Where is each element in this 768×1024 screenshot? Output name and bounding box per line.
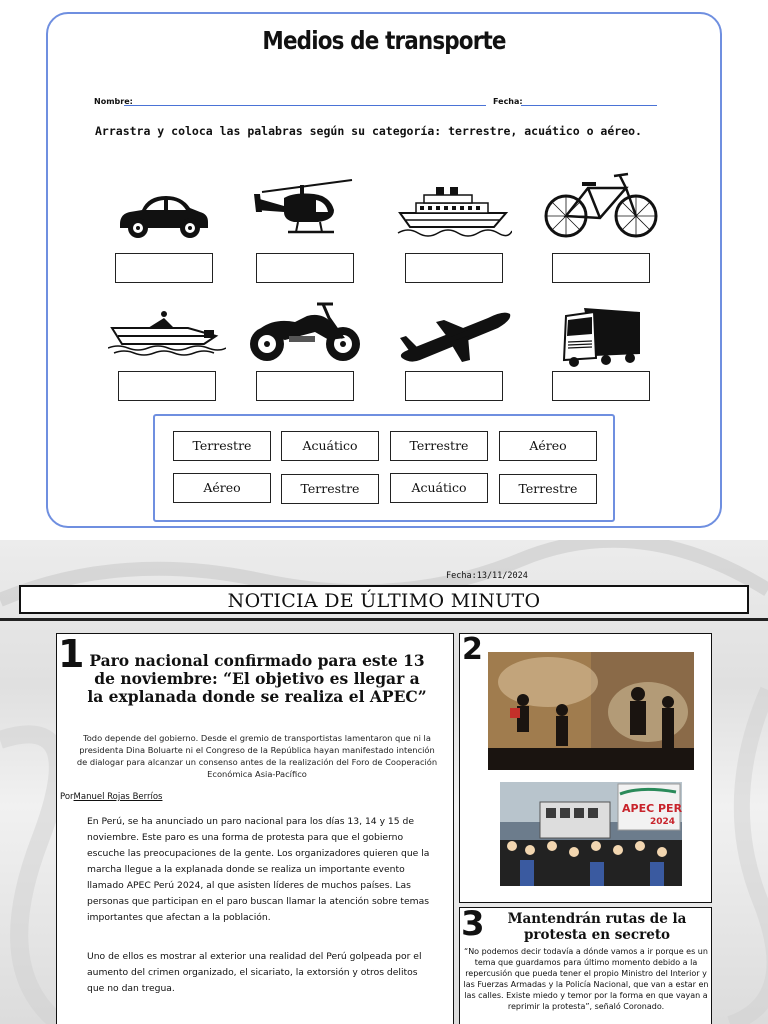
word-card-2[interactable]: Acuático: [281, 431, 379, 461]
article-3-quote: “No podemos decir todavía a dónde vamos …: [463, 947, 709, 1011]
name-line[interactable]: [124, 105, 486, 106]
newspaper-page: Fecha:13/11/2024 NOTICIA DE ÚLTIMO MINUT…: [0, 540, 768, 1024]
word-card-8[interactable]: Terrestre: [499, 474, 597, 504]
word-card-7[interactable]: Acuático: [390, 473, 488, 503]
article-1-paragraph-2: Uno de ellos es mostrar al exterior una …: [87, 951, 422, 994]
byline-prefix: Por: [60, 792, 74, 802]
article-1-dek: Todo depende del gobierno. Desde el grem…: [76, 733, 438, 779]
article-1-byline: PorManuel Rojas Berríos: [60, 792, 162, 802]
car-icon: [120, 196, 208, 238]
answer-box-8[interactable]: [552, 371, 650, 401]
answer-box-2[interactable]: [256, 253, 354, 283]
answer-box-7[interactable]: [405, 371, 503, 401]
apec-sign-text: APEC PERU: [622, 802, 682, 815]
date-line[interactable]: [521, 105, 657, 106]
word-bank: Terrestre Acuático Terrestre Aéreo Aéreo…: [153, 414, 615, 522]
article-1: 1 Paro nacional confirmado para este 13 …: [56, 632, 454, 1024]
word-card-6[interactable]: Terrestre: [281, 474, 379, 504]
answer-box-4[interactable]: [552, 253, 650, 283]
date-label: Fecha:: [493, 97, 523, 106]
instructions: Arrastra y coloca las palabras según su …: [95, 124, 642, 138]
banner-rule: [0, 618, 768, 621]
answer-box-6[interactable]: [256, 371, 354, 401]
protest-photo-march: APEC PERU 2024: [500, 782, 682, 886]
author-link[interactable]: Manuel Rojas Berríos: [73, 792, 163, 802]
article-3-headline: Mantendrán rutas de la protesta en secre…: [507, 911, 687, 943]
article-1-headline: Paro nacional confirmado para este 13 de…: [87, 651, 427, 706]
word-card-3[interactable]: Terrestre: [390, 431, 488, 461]
article-3-number: 3: [461, 904, 485, 944]
article-2: 2 APEC PERU 2024: [459, 632, 712, 903]
newspaper-banner: NOTICIA DE ÚLTIMO MINUTO: [19, 585, 749, 614]
banner-text: NOTICIA DE ÚLTIMO MINUTO: [227, 590, 541, 612]
truck-icon: [562, 308, 640, 367]
article-1-paragraph-1: En Perú, se ha anunciado un paro naciona…: [87, 816, 430, 923]
name-label: Nombre:: [94, 97, 133, 106]
apec-sign-year: 2024: [650, 817, 675, 827]
worksheet-frame: [46, 12, 722, 528]
worksheet-title: Medios de transporte: [262, 26, 506, 55]
ship-icon: [397, 187, 512, 237]
helicopter-icon: [254, 179, 353, 234]
article-1-number: 1: [58, 632, 85, 676]
bicycle-icon: [544, 172, 658, 238]
article-2-number: 2: [462, 632, 483, 667]
word-card-4[interactable]: Aéreo: [499, 431, 597, 461]
speedboat-icon: [108, 311, 226, 356]
answer-box-1[interactable]: [115, 253, 213, 283]
word-card-5[interactable]: Aéreo: [173, 473, 271, 503]
answer-box-3[interactable]: [405, 253, 503, 283]
answer-box-5[interactable]: [118, 371, 216, 401]
airplane-icon: [400, 312, 511, 362]
word-card-1[interactable]: Terrestre: [173, 431, 271, 461]
newspaper-date: Fecha:13/11/2024: [446, 571, 528, 581]
motorcycle-icon: [250, 302, 360, 361]
article-3: 3 Mantendrán rutas de la protesta en sec…: [459, 904, 712, 1024]
worksheet: Medios de transporte Nombre: Fecha: Arra…: [46, 12, 722, 528]
protest-photo-clash: [488, 652, 694, 770]
